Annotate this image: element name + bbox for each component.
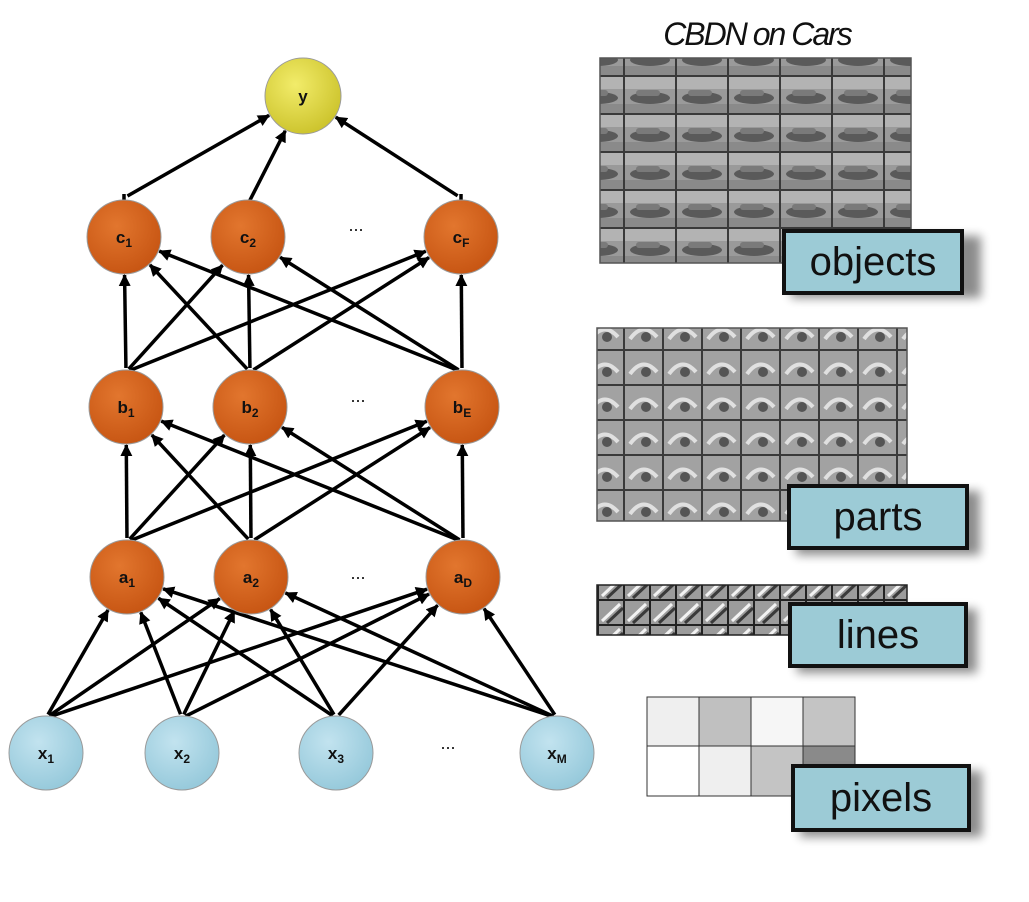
objects-label: objects [810,240,937,284]
edge-b1-c1 [118,273,131,369]
ellipsis-x: ... [440,733,455,753]
node-a-3-circle [425,539,501,615]
edge-b1-c3 [129,249,427,373]
node-a-1-circle [89,539,165,615]
network-edges [46,113,557,719]
node-b-2-label: b2 [241,398,258,420]
edge-c2-y [248,129,287,202]
output-node-y-label: y [298,87,308,106]
pixels-label: pixels [830,776,932,820]
edge-x1-a1 [46,609,110,716]
edge-x3-a1 [157,596,334,718]
node-b-1: b1 [88,369,164,445]
edge-a1-b1 [120,443,133,539]
node-a-2: a2 [213,539,289,615]
node-c-2: c2 [210,199,286,275]
objects-label-box [782,229,964,295]
node-x-1-label: x1 [38,744,54,766]
node-a-2-label: a2 [243,568,259,590]
objects-feature-panel: objects [599,57,981,298]
node-c-2-label: c2 [240,228,256,250]
output-node-y-circle [264,57,342,135]
edge-x3-a3 [337,604,439,717]
pixels-label-box [791,764,971,832]
node-a-3-label: aD [454,568,472,590]
node-x-4: xM [519,715,595,791]
edge-b3-c1 [158,249,459,373]
node-c-2-circle [210,199,286,275]
node-x-4-circle [519,715,595,791]
edge-x2-a3 [184,592,430,718]
edge-x4-a2 [284,591,555,718]
ellipsis-c: ... [348,215,363,235]
lines-feature-panel: lines [596,584,977,673]
edge-a2-b1 [150,433,250,541]
edge-c3-y [334,115,459,198]
edge-x4-a1 [162,586,554,719]
node-x-2-label: x2 [174,744,190,766]
node-x-3-circle [298,715,374,791]
node-x-3-label: x3 [328,744,344,766]
node-c-3-label: cF [453,228,470,250]
edge-a2-b3 [253,426,431,542]
node-c-3-circle [423,199,499,275]
edge-b2-c3 [252,256,430,372]
figure-title: CBDN on Cars [663,16,853,52]
edge-a3-b3 [456,443,469,539]
edge-a2-b2 [244,443,257,539]
lines-label: lines [837,613,919,657]
edge-b3-c3 [455,273,468,369]
parts-feature-panel: parts [596,327,980,555]
edge-c1-y [126,113,270,198]
edge-b2-c1 [148,263,249,371]
node-b-1-label: b1 [117,398,134,420]
edge-b2-c2 [242,273,255,369]
edge-a3-b2 [281,425,461,542]
node-b-1-circle [88,369,164,445]
node-a-1: a1 [89,539,165,615]
node-x-1-circle [8,715,84,791]
edge-x2-a1 [139,611,183,715]
pixels-feature-panel: pixels [646,696,982,837]
node-b-3-circle [424,369,500,445]
node-b-3-label: bE [453,398,471,420]
parts-label-box [787,484,969,550]
node-c-1: c1 [86,199,162,275]
network-nodes: y c1 c2 cF... b1 b2 bE... a1 a2 aD... x1 x2 x3 xM... [8,57,595,791]
pixels-grid [646,696,856,797]
parts-label: parts [834,495,923,539]
node-a-3: aD [425,539,501,615]
ellipsis-a: ... [350,563,365,583]
ellipsis-b: ... [350,386,365,406]
node-a-2-circle [213,539,289,615]
node-c-3: cF [423,199,499,275]
node-x-4-label: xM [547,744,566,766]
edge-x2-a2 [182,610,236,716]
node-b-2: b2 [212,369,288,445]
edge-x1-a2 [48,597,221,718]
node-x-2: x2 [144,715,220,791]
node-c-1-circle [86,199,162,275]
node-b-2-circle [212,369,288,445]
output-node-y: y [264,57,342,135]
node-x-1: x1 [8,715,84,791]
node-a-1-label: a1 [119,568,135,590]
objects-feature-grid [599,57,912,264]
node-x-3: x3 [298,715,374,791]
edge-a1-b2 [128,433,226,541]
edge-b3-c2 [279,255,460,372]
edge-b1-c2 [127,264,224,371]
edge-a1-b3 [130,419,428,543]
edge-x4-a3 [482,607,557,716]
node-c-1-label: c1 [116,228,132,250]
node-b-3: bE [424,369,500,445]
edge-a3-b1 [160,419,460,543]
lines-label-box [788,602,968,668]
node-x-2-circle [144,715,220,791]
